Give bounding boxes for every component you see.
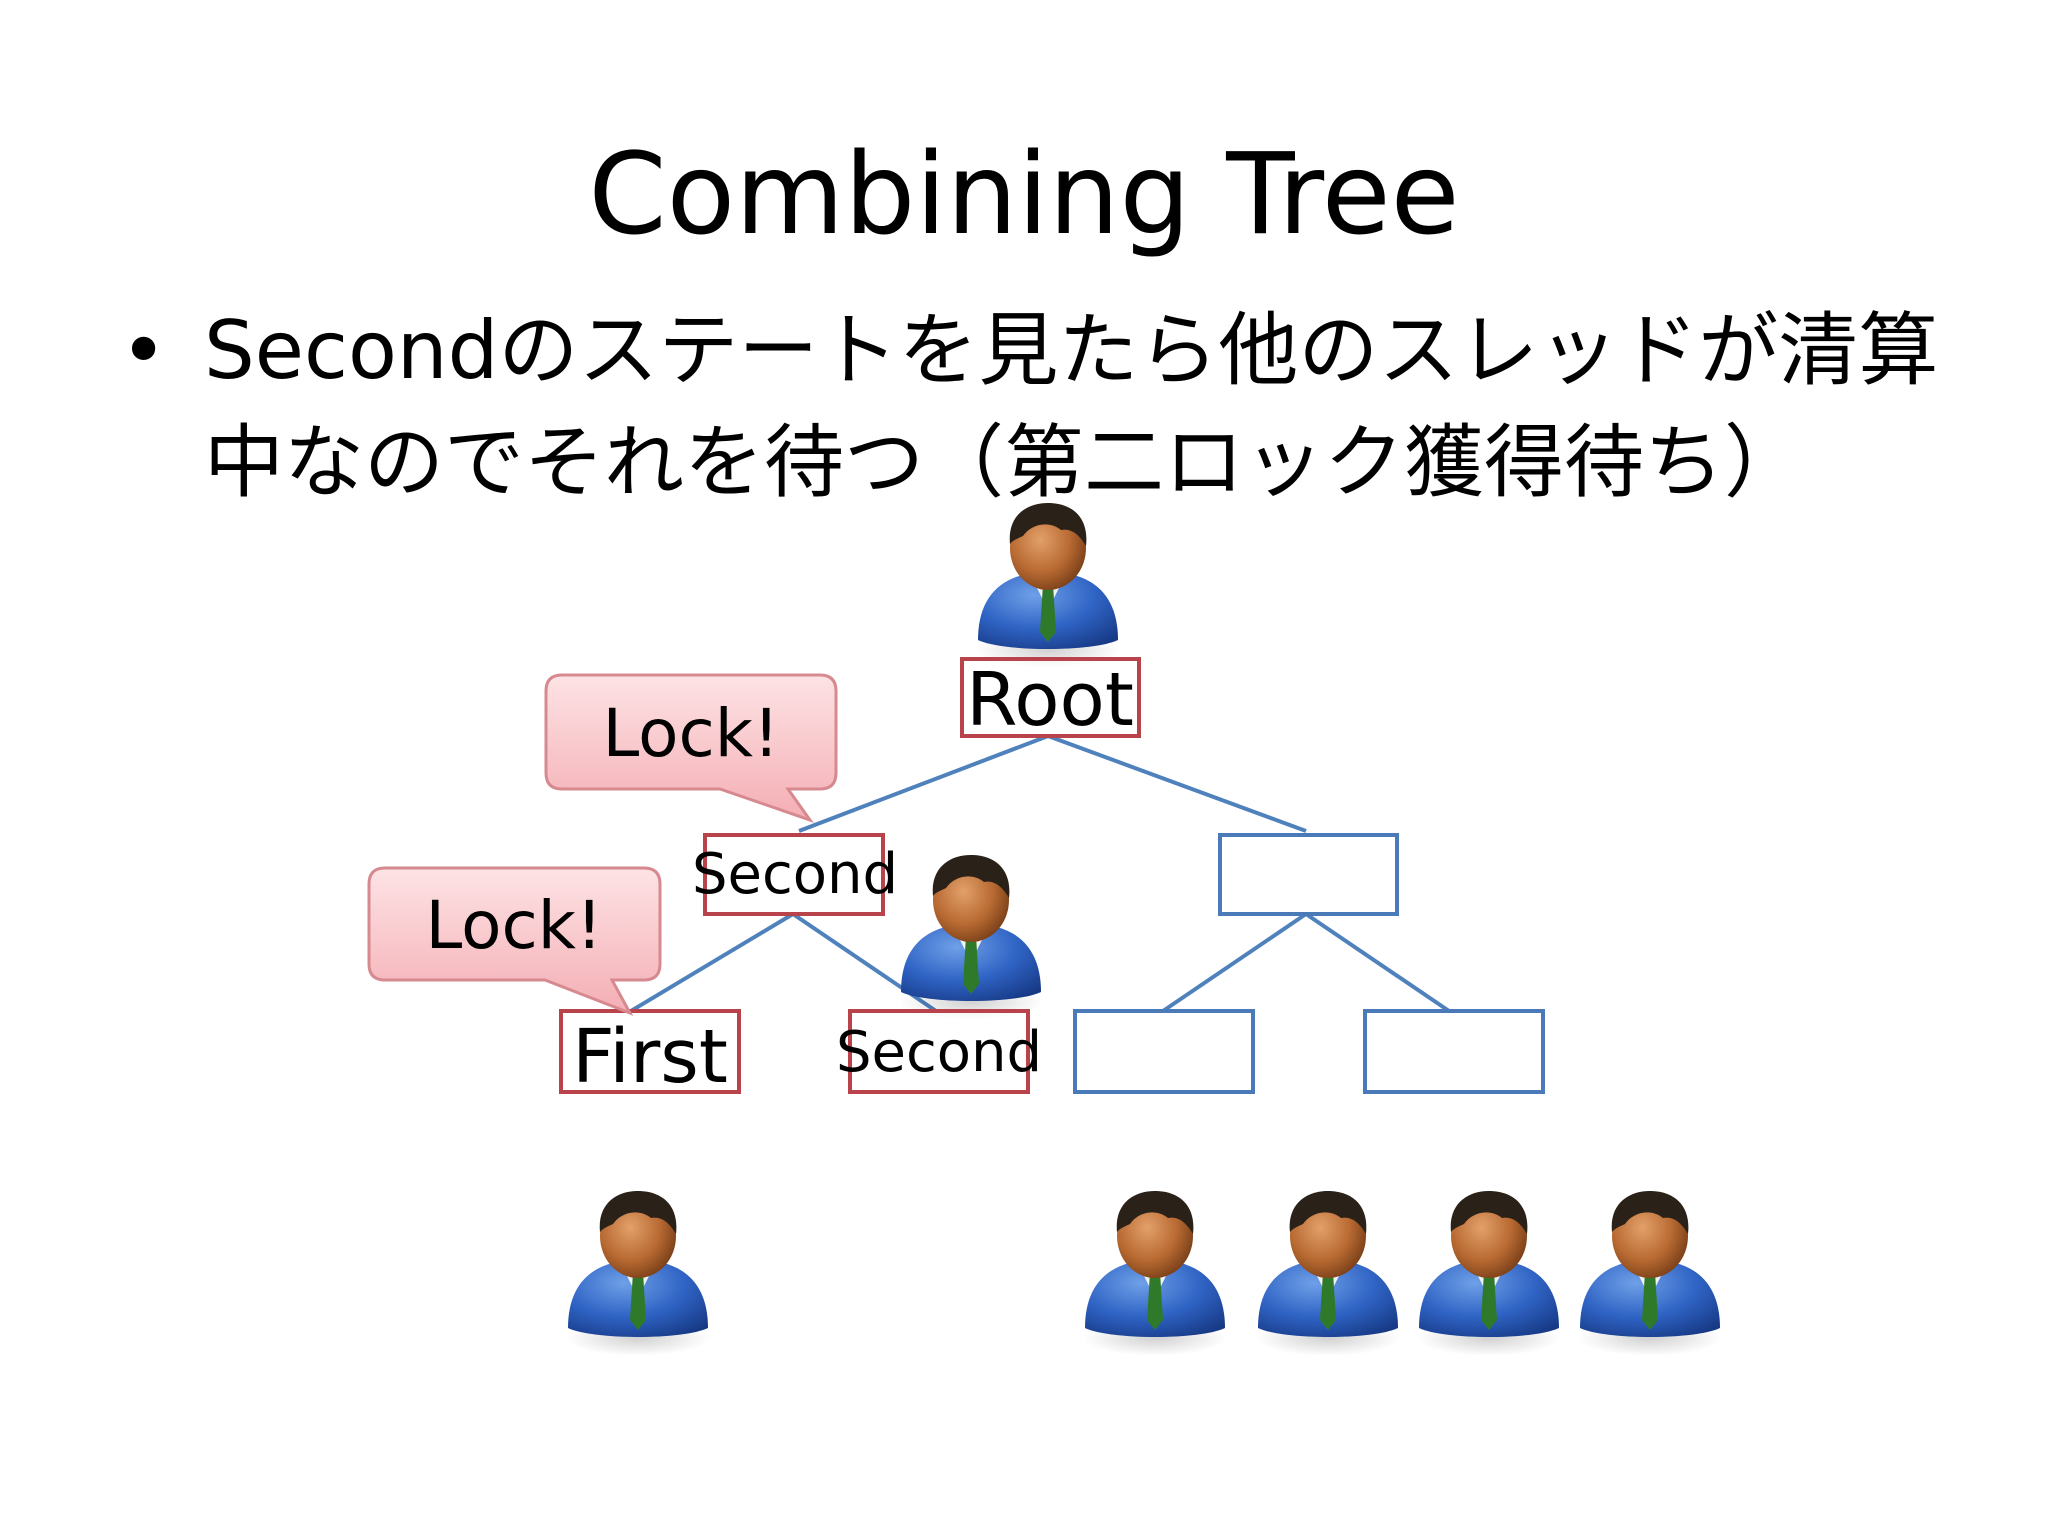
node-label: First (572, 1014, 728, 1100)
edge-root-midright (1047, 734, 1307, 833)
node-mid-left: Second (692, 833, 898, 916)
edge-midright-leaf3 (1161, 912, 1308, 1013)
person-icon (976, 502, 1120, 668)
node-label: Root (966, 657, 1134, 743)
bullet-dot: • (120, 304, 168, 397)
person-icon (1083, 1190, 1227, 1356)
node-leaf-3 (1073, 1009, 1255, 1094)
person-icon (1578, 1190, 1722, 1356)
person-icon (1256, 1190, 1400, 1356)
node-label: Second (692, 842, 898, 907)
person-icon (566, 1190, 710, 1356)
callout-lock-leaf1: Lock! (367, 866, 662, 1016)
node-leaf-4 (1363, 1009, 1545, 1094)
person-icon (1417, 1190, 1561, 1356)
callout-text: Lock! (603, 695, 780, 772)
node-leaf-1: First (559, 1009, 741, 1100)
slide-title: Combining Tree (588, 130, 1460, 260)
node-label: Second (836, 1020, 1042, 1085)
bullet-text: Secondのステートを見たら他のスレッドが清算中なのでそれを待つ（第二ロック獲… (204, 304, 1939, 509)
edge-root-midleft (798, 734, 1049, 833)
node-root: Root (960, 657, 1141, 743)
node-leaf-2: Second (836, 1009, 1042, 1094)
callout-lock-midleft: Lock! (544, 673, 838, 823)
person-icon (899, 854, 1043, 1020)
tree-edges (629, 734, 1451, 1013)
node-mid-right (1218, 833, 1399, 916)
callout-text: Lock! (426, 887, 603, 964)
edge-midleft-leaf1 (629, 912, 795, 1013)
edge-midright-leaf4 (1304, 912, 1451, 1013)
